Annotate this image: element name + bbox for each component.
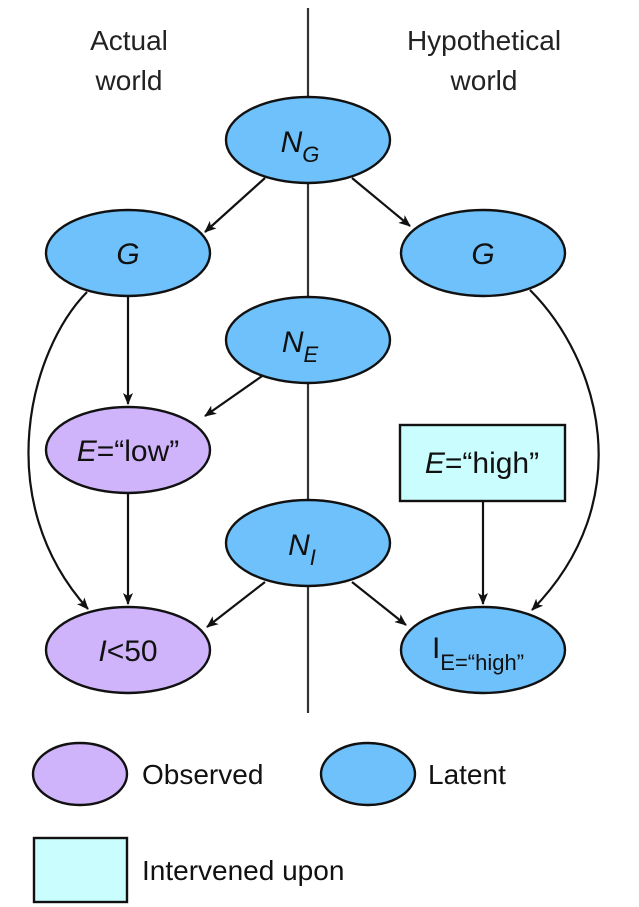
e-high-label: E=“high” bbox=[425, 447, 539, 480]
e-low-ellipse bbox=[44, 405, 212, 495]
node-ne: NE bbox=[224, 295, 392, 385]
i-lt50-label: I<50 bbox=[98, 635, 157, 668]
node-e-low: E=“low” bbox=[44, 405, 212, 495]
edge-g-actual-to-i-lt50 bbox=[27, 291, 89, 610]
header-actual-line2: world bbox=[95, 65, 163, 96]
node-ni: NI bbox=[224, 498, 392, 588]
legend-latent-label: Latent bbox=[428, 759, 506, 790]
ni-ellipse bbox=[224, 498, 392, 588]
ne-label: NE bbox=[282, 326, 319, 367]
g-actual-ellipse bbox=[44, 208, 212, 298]
legend-observed-swatch bbox=[31, 741, 129, 807]
ne-ellipse bbox=[224, 295, 392, 385]
legend-latent-swatch bbox=[319, 741, 417, 807]
edge-g-hypo-to-i-ehigh bbox=[529, 289, 600, 611]
node-ng: NG bbox=[224, 95, 392, 185]
node-g-actual: G bbox=[44, 208, 212, 298]
ng-ellipse bbox=[224, 95, 392, 185]
node-i-lt50: I<50 bbox=[44, 605, 212, 695]
edge-ni-to-i-ehigh bbox=[351, 581, 407, 626]
i-ehigh-ellipse bbox=[399, 605, 567, 695]
header-hypothetical-line1: Hypothetical bbox=[407, 25, 561, 56]
legend-intervened-label: Intervened upon bbox=[142, 855, 344, 886]
ni-label: NI bbox=[288, 529, 316, 570]
g-hypo-label: G bbox=[471, 238, 494, 271]
edge-ng-to-g-actual bbox=[204, 177, 266, 233]
legend: Observed Latent Intervened upon bbox=[31, 741, 506, 904]
edge-ng-to-g-hypo bbox=[351, 177, 411, 227]
legend-intervened-swatch bbox=[32, 836, 129, 904]
ng-label: NG bbox=[281, 126, 320, 167]
header-actual-line1: Actual bbox=[90, 25, 168, 56]
e-low-label: E=“low” bbox=[77, 435, 180, 468]
edge-ne-to-e-low bbox=[204, 373, 266, 417]
g-actual-label: G bbox=[116, 238, 139, 271]
edges bbox=[27, 177, 600, 628]
i-ehigh-label: IE=“high” bbox=[432, 632, 524, 675]
header-hypothetical-line2: world bbox=[450, 65, 518, 96]
node-g-hypo: G bbox=[399, 208, 567, 298]
node-i-ehigh: IE=“high” bbox=[399, 605, 567, 695]
node-e-high: E=“high” bbox=[398, 423, 567, 503]
g-hypo-ellipse bbox=[399, 208, 567, 298]
i-lt50-ellipse bbox=[44, 605, 212, 695]
edge-ni-to-i-lt50 bbox=[206, 581, 266, 628]
e-high-box bbox=[398, 423, 567, 503]
legend-observed-label: Observed bbox=[142, 759, 263, 790]
